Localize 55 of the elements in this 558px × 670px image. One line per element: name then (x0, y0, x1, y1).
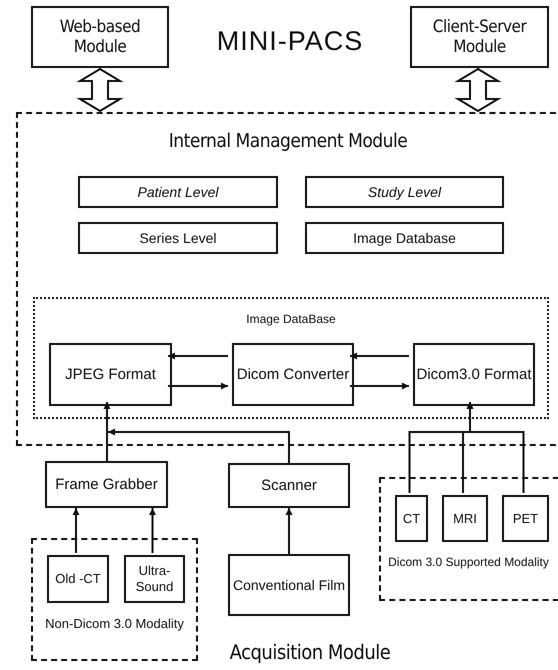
arrow (168, 352, 228, 360)
node-label: Old -CT (55, 571, 101, 587)
converter-box (232, 343, 354, 406)
node-label: Study Level (368, 184, 442, 200)
node-label: Ultra- Sound (134, 563, 174, 595)
arrow (286, 508, 292, 554)
node-label: Frame Grabber (55, 476, 158, 494)
node-label: Series Level (139, 230, 217, 246)
node-label: Web-based Module (58, 16, 142, 58)
arrow (350, 352, 409, 360)
database-region (33, 297, 549, 419)
node-label: CT (402, 510, 420, 526)
arrow (104, 402, 110, 461)
scanner-box (228, 463, 350, 508)
node-label: PET (512, 510, 538, 526)
modality-group (31, 538, 198, 661)
modality-box (124, 555, 185, 603)
module-box (31, 6, 169, 68)
arrow (168, 382, 228, 390)
module-box (410, 6, 549, 68)
node-label: JPEG Format (65, 366, 156, 384)
region-heading: Internal Management Module (168, 130, 408, 153)
modality-box (47, 555, 109, 603)
arrow (149, 508, 156, 553)
node-label: MRI (453, 510, 477, 526)
node-label: Image Database (353, 230, 456, 246)
format-box (49, 343, 172, 406)
section-label: Acquisition Module (228, 640, 392, 664)
modality-box (442, 495, 488, 542)
film-box (228, 554, 350, 616)
arrow (350, 382, 409, 390)
modality-box (502, 495, 549, 542)
node-label: Client-Server Module (432, 16, 528, 58)
node-label: Conventional Film (232, 576, 346, 594)
modality-group (379, 477, 558, 601)
group-label: Non-Dicom 3.0 Modality (44, 616, 185, 632)
diagram-title: MINI-PACS (216, 26, 364, 57)
level-box (78, 176, 278, 208)
node-label: Scanner (261, 476, 317, 494)
node-label: Dicom Converter (236, 366, 350, 384)
format-box (413, 343, 535, 406)
double-arrow (76, 68, 124, 112)
region-heading: Image DataBase (245, 312, 337, 326)
node-label: Patient Level (138, 184, 218, 200)
level-box (305, 176, 504, 208)
database-box (305, 222, 504, 254)
grabber-box (45, 461, 168, 508)
group-label: Dicom 3.0 Supported Modality (387, 555, 550, 570)
module-region (16, 112, 558, 446)
node-label: Dicom3.0 Format (416, 366, 532, 384)
modality-box (395, 495, 428, 542)
arrow (72, 508, 80, 553)
arrow (108, 428, 290, 463)
level-box (78, 222, 278, 254)
double-arrow (454, 68, 502, 112)
